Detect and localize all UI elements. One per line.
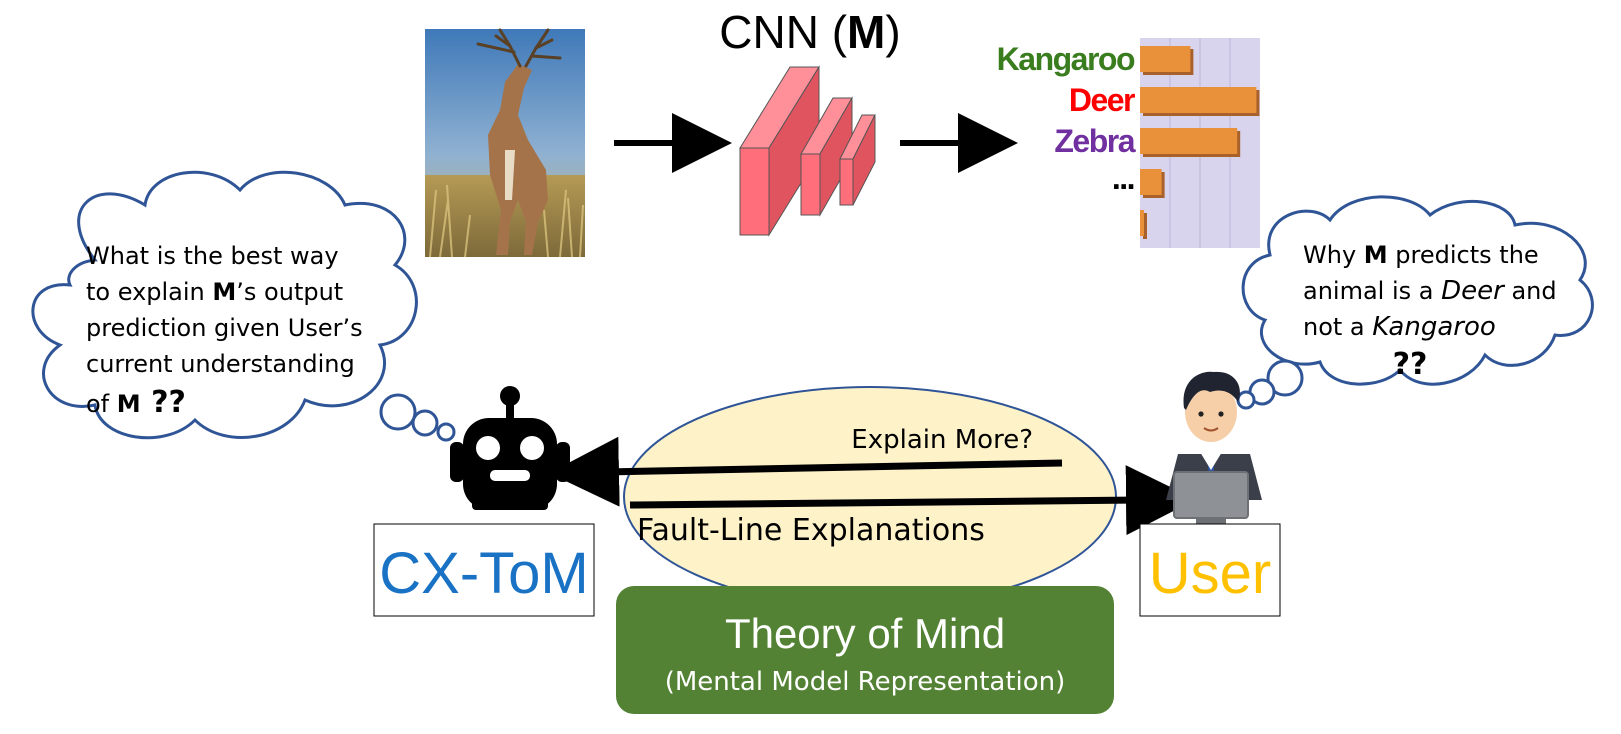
svg-text:to explain M’s output: to explain M’s output (86, 278, 343, 306)
prediction-bar (1140, 128, 1238, 154)
chart-bars (1140, 46, 1260, 239)
robot-icon (450, 386, 570, 510)
prediction-bar-shadow (1143, 213, 1147, 239)
prediction-label: ... (1112, 160, 1134, 196)
user-label: User (1149, 541, 1271, 606)
cxtom-label: CX-ToM (379, 541, 588, 606)
cnn-title: CNN (M) (719, 6, 900, 58)
svg-text:not a Kangaroo: not a Kangaroo (1303, 312, 1496, 342)
svg-text:current understanding: current understanding (86, 350, 355, 378)
prediction-bar (1140, 87, 1257, 113)
cxtom-label-box (373, 523, 595, 617)
prediction-label: Deer (1069, 82, 1135, 118)
prediction-bar (1140, 169, 1162, 195)
theory-of-mind-subtitle: (Mental Model Representation) (665, 667, 1066, 697)
cxtom-thought-cloud (31, 170, 456, 442)
explain-more-label: Explain More? (851, 425, 1033, 455)
user-icon (1166, 371, 1262, 528)
svg-text:animal is a Deer and: animal is a Deer and (1303, 276, 1557, 306)
cnn-layer-2 (800, 96, 853, 217)
cnn-icon (739, 65, 876, 237)
svg-text:of M ??: of M ?? (86, 385, 186, 420)
svg-text:What is the best way: What is the best way (86, 242, 339, 270)
prediction-bar (1140, 46, 1191, 72)
chart-labels: KangarooDeerZebra... (997, 41, 1138, 196)
svg-text:Why M predicts the: Why M predicts the (1303, 241, 1539, 269)
prediction-label: Kangaroo (997, 41, 1135, 77)
cnn-layer-3 (839, 114, 876, 206)
prediction-bar (1140, 210, 1144, 236)
fault-line-label: Fault-Line Explanations (637, 513, 985, 548)
prediction-chart: KangarooDeerZebra... (997, 38, 1260, 248)
dialogue-ellipse (623, 386, 1117, 608)
prediction-label: Zebra (1054, 123, 1135, 159)
cxtom-thought-text: What is the best way to explain M’s outp… (86, 242, 363, 420)
user-label-box (1139, 523, 1281, 617)
deer-photo (425, 28, 585, 258)
cnn-layer-1 (739, 65, 820, 237)
user-thought-text: Why M predicts the animal is a Deer and … (1303, 241, 1557, 382)
svg-text:prediction given User’s: prediction given User’s (86, 314, 363, 342)
theory-of-mind-box (616, 586, 1114, 714)
fault-line-arrow (629, 465, 1196, 536)
explain-more-arrow (549, 436, 1063, 507)
svg-text:??: ?? (1393, 347, 1428, 382)
user-thought-cloud (1236, 195, 1594, 410)
theory-of-mind-title: Theory of Mind (725, 610, 1005, 657)
